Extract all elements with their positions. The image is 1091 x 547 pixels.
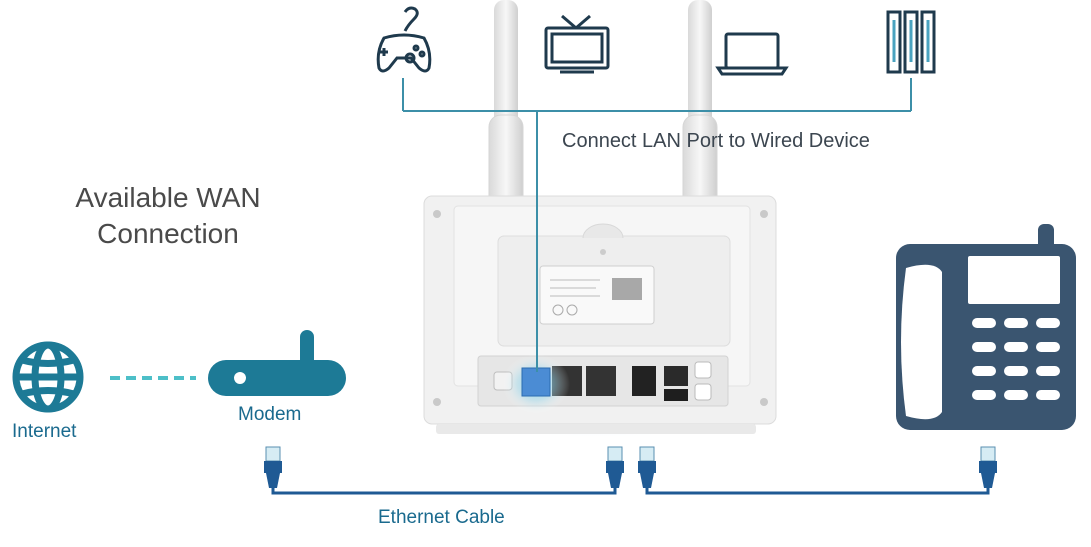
globe-icon [12, 341, 84, 413]
internet-label: Internet [12, 421, 77, 442]
screw [760, 398, 768, 406]
ethernet-cable-wan [271, 488, 617, 495]
wan-title-line1: Available WAN [75, 182, 261, 213]
router [423, 195, 777, 438]
wan-title: Available WAN Connection [58, 180, 278, 252]
lan-port-3 [586, 366, 616, 396]
lan-port-1-highlighted [521, 367, 551, 397]
screw [433, 398, 441, 406]
rj45-connector-modem [264, 446, 282, 488]
lan-connection-lines [402, 78, 912, 372]
modem-label: Modem [238, 404, 302, 425]
ethernet-cable-phone [645, 488, 990, 495]
tv-icon [544, 14, 610, 74]
lan-caption: Connect LAN Port to Wired Device [562, 130, 870, 152]
laptop-icon [715, 32, 789, 76]
gamepad-icon [376, 6, 432, 73]
modem-icon [208, 330, 346, 396]
telephone-icon [896, 224, 1076, 430]
phone-port [632, 366, 656, 396]
wan-title-line2: Connection [97, 218, 239, 249]
ethernet-cable-label: Ethernet Cable [378, 507, 505, 528]
usb-port [664, 389, 688, 401]
screw [433, 210, 441, 218]
screw [760, 210, 768, 218]
rj45-connector-router-phone [638, 446, 656, 488]
server-icon [886, 10, 936, 74]
rj45-connector-telephone [979, 446, 997, 488]
rj45-connector-router-wan [606, 446, 624, 488]
power-port [664, 366, 688, 386]
